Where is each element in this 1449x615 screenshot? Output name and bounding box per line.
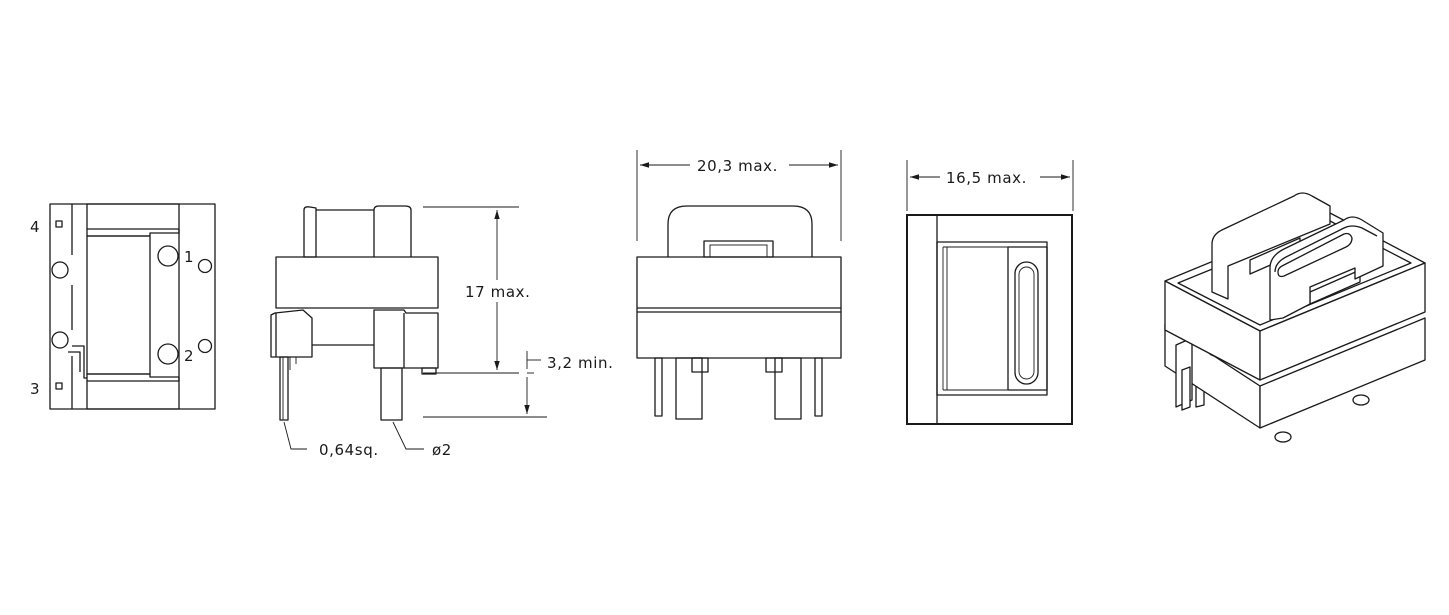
pin-1-label: 1 [184, 248, 194, 266]
front-width-dimension-lines [636, 150, 842, 241]
pin-square-dimension: 0,64sq. [319, 441, 379, 459]
pin-diameter-dimension: ø2 [432, 441, 452, 459]
side-view [270, 205, 439, 421]
height-dimension-lines [423, 206, 519, 374]
pin-4-label: 4 [30, 218, 40, 236]
side-width-dimension-lines [906, 160, 1074, 211]
side-width-dimension: 16,5 max. [946, 169, 1027, 187]
pin-3-label: 3 [30, 380, 40, 398]
pin-size-leaders [283, 421, 424, 450]
top-view [906, 214, 1073, 425]
isometric-view [1164, 192, 1426, 443]
front-width-dimension: 20,3 max. [697, 157, 778, 175]
front-view [636, 205, 842, 420]
pin-2-label: 2 [184, 347, 194, 365]
height-dimension: 17 max. [465, 283, 531, 301]
pin-length-dimension-lines [423, 351, 547, 418]
pin-length-dimension: 3,2 min. [547, 354, 613, 372]
bottom-view [49, 203, 216, 410]
